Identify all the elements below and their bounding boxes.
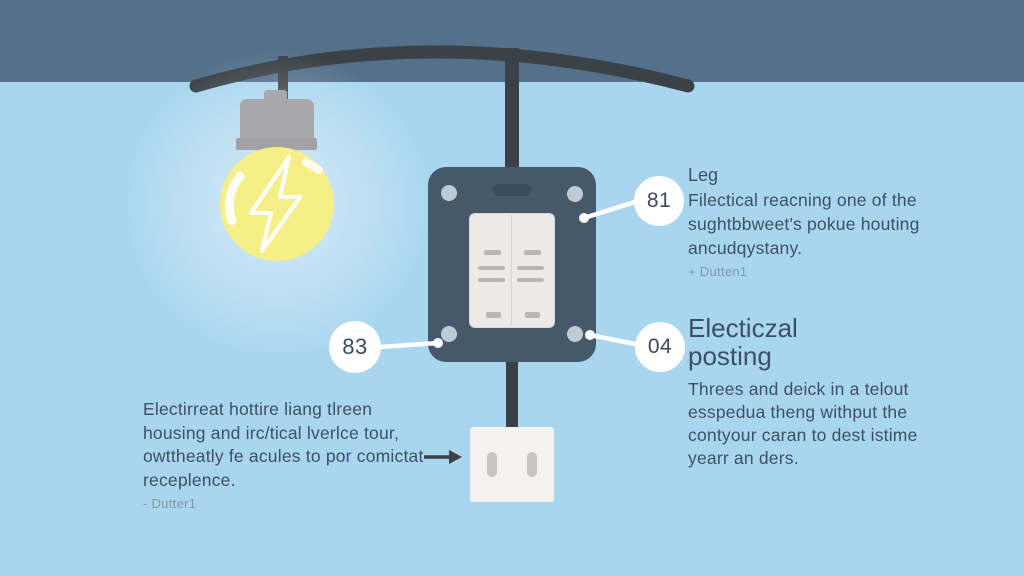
callout-body-line: esspedua theng withput the xyxy=(688,402,908,422)
panel-screw-bottom-right xyxy=(567,326,583,342)
panel-screw-bottom-left xyxy=(441,326,457,342)
callout-body-line: Filectical reacning one of the xyxy=(688,190,917,210)
callout-label: Leg xyxy=(688,165,719,185)
switch-detail xyxy=(517,266,544,270)
callout-text-right-top: Leg Filectical reacning one of the sught… xyxy=(688,162,968,279)
callout-number: 81 xyxy=(646,189,672,212)
ceiling-band xyxy=(0,0,1024,82)
callout-footnote: - Dutter1 xyxy=(143,496,197,511)
callout-heading: Electiczal xyxy=(688,313,798,343)
callout-body-line: Threes and deick in a telout xyxy=(688,379,909,399)
callout-body-line: ancudqystany. xyxy=(688,238,803,258)
callout-connector-line xyxy=(589,332,641,348)
bulb-socket-flange xyxy=(236,138,317,150)
callout-number: 83 xyxy=(342,334,368,359)
callout-body-line: sughtbbweet's pokue houting xyxy=(688,214,920,234)
switch-detail xyxy=(484,250,501,255)
callout-number-badge: 83 xyxy=(329,321,381,373)
panel-vent-slot xyxy=(493,184,531,196)
switch-detail xyxy=(486,312,501,318)
callout-body-line: owttheatly fe acules to por comictat xyxy=(143,446,424,466)
callout-number-badge: 04 xyxy=(635,322,685,372)
switch-detail xyxy=(478,278,505,282)
panel-screw-top-left xyxy=(441,185,457,201)
outlet-slot-right xyxy=(527,452,537,477)
switch-detail xyxy=(517,278,544,282)
light-bulb xyxy=(220,147,334,261)
callout-body-line: Electirreat hottire liang tlreen xyxy=(143,399,373,419)
callout-number-badge: 81 xyxy=(634,176,684,226)
callout-footnote: + Dutten1 xyxy=(688,264,748,279)
outlet-slot-left xyxy=(487,452,497,477)
switch-detail xyxy=(478,266,505,270)
switch-detail xyxy=(525,312,540,318)
bulb-socket xyxy=(240,99,314,140)
outlet-drop-wire xyxy=(506,360,518,430)
callout-text-right-bottom: Electiczal posting Threes and deick in a… xyxy=(688,314,978,470)
callout-text-left-bottom: Electirreat hottire liang tlreen housing… xyxy=(143,398,453,511)
callout-body-line: contyour caran to dest istime xyxy=(688,425,918,445)
panel-screw-top-right xyxy=(567,186,583,202)
callout-body-line: receplence. xyxy=(143,469,236,490)
callout-heading: posting xyxy=(688,341,772,371)
switch-detail xyxy=(524,250,541,255)
switch-plate-divider xyxy=(511,215,512,326)
power-outlet xyxy=(470,427,554,502)
callout-body-line: yearr an ders. xyxy=(688,448,799,468)
switch-plate xyxy=(469,213,555,328)
callout-number: 04 xyxy=(647,335,673,358)
callout-body-line: housing and irc/tical lverlce tour, xyxy=(143,422,400,443)
